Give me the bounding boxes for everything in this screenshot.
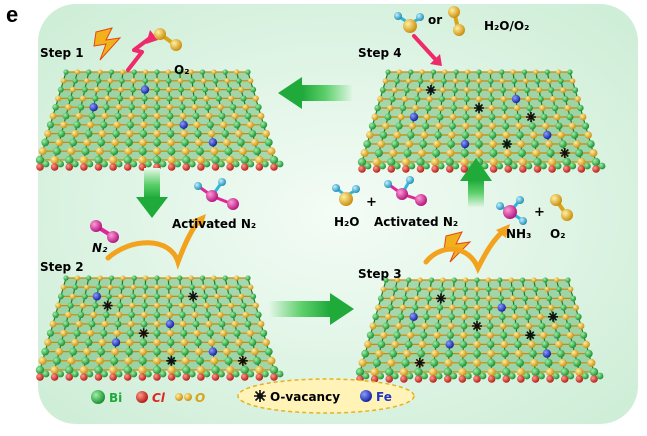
- lightning-icon: [93, 27, 122, 61]
- step-3-slab: [355, 277, 604, 383]
- adsorption-arrow-step4: [412, 34, 438, 62]
- legend: Bi Cl O O-vacancy Fe: [91, 378, 415, 414]
- plus-label-2: +: [534, 205, 545, 220]
- arrow-step3-to-step4: [460, 158, 492, 208]
- n2-label: N₂: [92, 241, 108, 255]
- h2o-o2-label: H₂O/O₂: [484, 19, 529, 33]
- o2-molecule-icon-step3: [550, 194, 573, 221]
- legend-fe-swatch: [360, 390, 372, 402]
- step-4-label: Step 4: [358, 46, 402, 60]
- legend-o-swatch-a: [175, 393, 183, 401]
- o2-label: O₂: [174, 63, 189, 77]
- h2o-molecule-icon-step3: [332, 184, 360, 206]
- arrow-step4-to-step1: [278, 77, 354, 109]
- activated-n2-molecule-icon-step3: [384, 176, 427, 206]
- legend-fe-label: Fe: [376, 390, 392, 404]
- crystal-slabs: [35, 69, 606, 383]
- n2-activation-arrow: [105, 219, 201, 270]
- o2-release-arrow: [126, 36, 152, 72]
- h2o-label: H₂O: [334, 215, 360, 229]
- h2o-molecule-icon: [394, 12, 424, 33]
- step-2-label: Step 2: [40, 260, 84, 274]
- legend-bi-label: Bi: [109, 391, 122, 405]
- n2-molecule-icon: [90, 220, 119, 243]
- panel-letter: e: [6, 2, 18, 27]
- legend-o-label: O: [195, 391, 205, 405]
- step-1-label: Step 1: [40, 46, 84, 60]
- legend-highlight-box: [237, 378, 415, 414]
- o2-molecule-icon-step4: [448, 6, 465, 36]
- legend-bi-swatch: [91, 390, 105, 404]
- legend-o-swatch-b: [184, 393, 192, 401]
- activated-n2-molecule-icon: [194, 178, 239, 210]
- legend-cl-swatch: [136, 391, 148, 403]
- activated-n2-label: Activated N₂: [172, 217, 256, 231]
- step-2-slab: [35, 275, 284, 381]
- or-label: or: [428, 13, 442, 27]
- nh3-release-arrow: [423, 229, 505, 274]
- plus-label-1: +: [366, 195, 377, 210]
- step-4-slab: [357, 69, 606, 173]
- legend-cl-label: Cl: [152, 391, 166, 405]
- step-3-label: Step 3: [358, 267, 402, 281]
- nh3-label: NH₃: [506, 227, 531, 241]
- arrow-step2-to-step3: [268, 293, 354, 325]
- o-vacancy-icon: [254, 390, 266, 402]
- arrow-step1-to-step2: [136, 168, 168, 218]
- o2-molecule-icon: [154, 28, 182, 51]
- nh3-molecule-icon: [496, 196, 527, 225]
- o2-label-step3: O₂: [550, 227, 565, 241]
- legend-o-vacancy-label: O-vacancy: [270, 390, 340, 404]
- step-1-slab: [35, 69, 284, 171]
- activated-n2-label-step3: Activated N₂: [374, 215, 458, 229]
